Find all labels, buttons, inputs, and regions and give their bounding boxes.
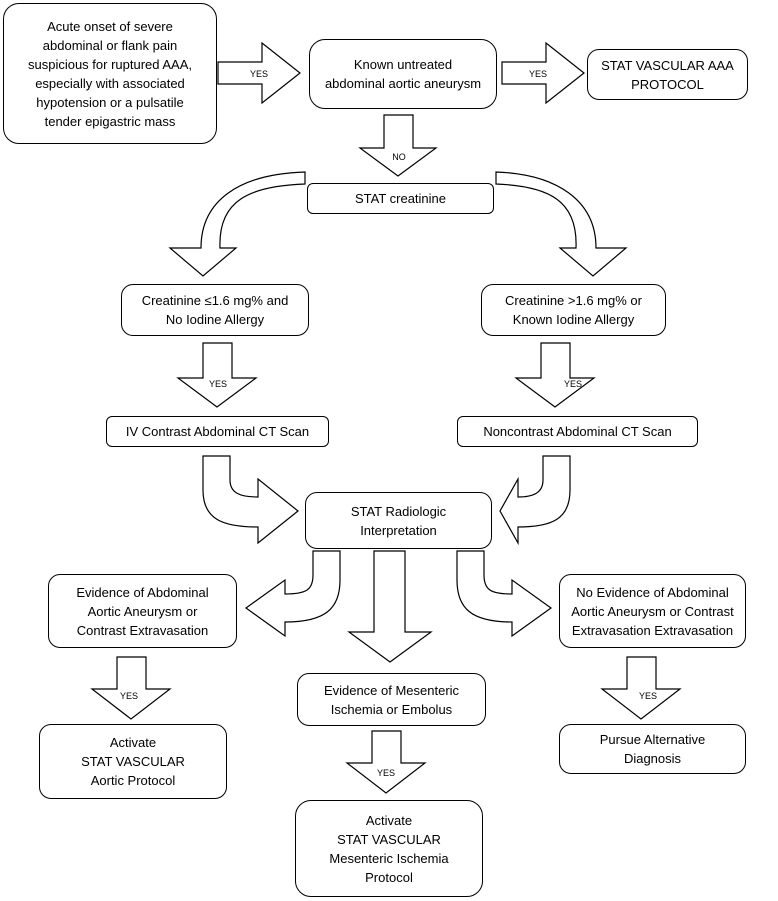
arrow-interp-to-evidence <box>244 550 341 638</box>
label-yes-start: YES <box>249 69 268 79</box>
creatinine-high-text: Creatinine >1.6 mg% or Known Iodine Alle… <box>505 293 642 327</box>
evidence-aaa-text: Evidence of Abdominal Aortic Aneurysm or… <box>76 584 209 638</box>
label-yes-known: YES <box>528 69 547 79</box>
arrow-curve-left <box>168 171 306 277</box>
creatinine-low-text: Creatinine ≤1.6 mg% and No Iodine Allerg… <box>141 293 289 327</box>
no-evidence-text: No Evidence of Abdominal Aortic Aneurysm… <box>571 584 734 638</box>
arrow-start-to-known <box>217 41 301 105</box>
label-yes-mesenteric: YES <box>376 768 395 778</box>
radiologic-interpretation-box: STAT Radiologic Interpretation <box>305 492 492 549</box>
label-no-known: NO <box>392 152 406 162</box>
arrow-mesenteric-to-activate <box>345 730 427 794</box>
label-yes-high: YES <box>563 379 582 389</box>
arrow-low-to-ivct <box>176 342 258 408</box>
mesenteric-text: Evidence of Mesenteric Ischemia or Embol… <box>323 682 460 717</box>
label-yes-evidence: YES <box>119 691 138 701</box>
alternative-diagnosis-box: Pursue Alternative Diagnosis <box>559 724 746 774</box>
stat-vascular-aaa-box: STAT VASCULAR AAA PROTOCOL <box>587 49 748 100</box>
activate-aortic-text: Activate STAT VASCULAR Aortic Protocol <box>81 735 185 788</box>
radiologic-interpretation-text: STAT Radiologic Interpretation <box>350 503 447 538</box>
stat-vascular-aaa-text: STAT VASCULAR AAA PROTOCOL <box>601 57 734 92</box>
iv-contrast-ct-box: IV Contrast Abdominal CT Scan <box>106 416 329 447</box>
arrow-evidence-to-activate <box>90 656 172 720</box>
label-yes-low: YES <box>208 379 227 389</box>
start-condition-text: Acute onset of severe abdominal or flank… <box>27 18 193 129</box>
start-condition-box: Acute onset of severe abdominal or flank… <box>3 3 217 144</box>
activate-aortic-box: Activate STAT VASCULAR Aortic Protocol <box>39 724 227 799</box>
activate-mesenteric-box: Activate STAT VASCULAR Mesenteric Ischem… <box>295 800 483 897</box>
no-evidence-box: No Evidence of Abdominal Aortic Aneurysm… <box>559 574 746 648</box>
arrow-interp-to-noevidence <box>456 550 553 638</box>
label-yes-no-evidence: YES <box>638 691 657 701</box>
arrow-nonct-to-interp <box>499 455 571 546</box>
arrow-high-to-nonct <box>514 342 596 408</box>
stat-creatinine-text: STAT creatinine <box>354 191 447 206</box>
creatinine-high-box: Creatinine >1.6 mg% or Known Iodine Alle… <box>481 284 666 336</box>
alternative-diagnosis-text: Pursue Alternative Diagnosis <box>599 732 706 766</box>
mesenteric-box: Evidence of Mesenteric Ischemia or Embol… <box>297 673 486 726</box>
arrow-known-to-creatinine <box>358 114 438 177</box>
activate-mesenteric-text: Activate STAT VASCULAR Mesenteric Ischem… <box>329 812 449 885</box>
iv-contrast-ct-text: IV Contrast Abdominal CT Scan <box>125 424 310 439</box>
creatinine-low-box: Creatinine ≤1.6 mg% and No Iodine Allerg… <box>121 284 309 336</box>
known-aaa-box: Known untreated abdominal aortic aneurys… <box>309 39 497 109</box>
stat-creatinine-box: STAT creatinine <box>307 183 494 214</box>
arrow-curve-right <box>495 171 628 277</box>
arrow-ivct-to-interp <box>202 455 299 545</box>
noncontrast-ct-text: Noncontrast Abdominal CT Scan <box>483 424 672 439</box>
evidence-aaa-box: Evidence of Abdominal Aortic Aneurysm or… <box>48 574 237 648</box>
arrow-interp-to-mesenteric <box>347 550 433 663</box>
known-aaa-text: Known untreated abdominal aortic aneurys… <box>324 57 482 91</box>
noncontrast-ct-box: Noncontrast Abdominal CT Scan <box>457 416 698 447</box>
arrow-noevidence-to-alternative <box>600 656 682 720</box>
arrow-known-to-protocol <box>501 41 585 105</box>
